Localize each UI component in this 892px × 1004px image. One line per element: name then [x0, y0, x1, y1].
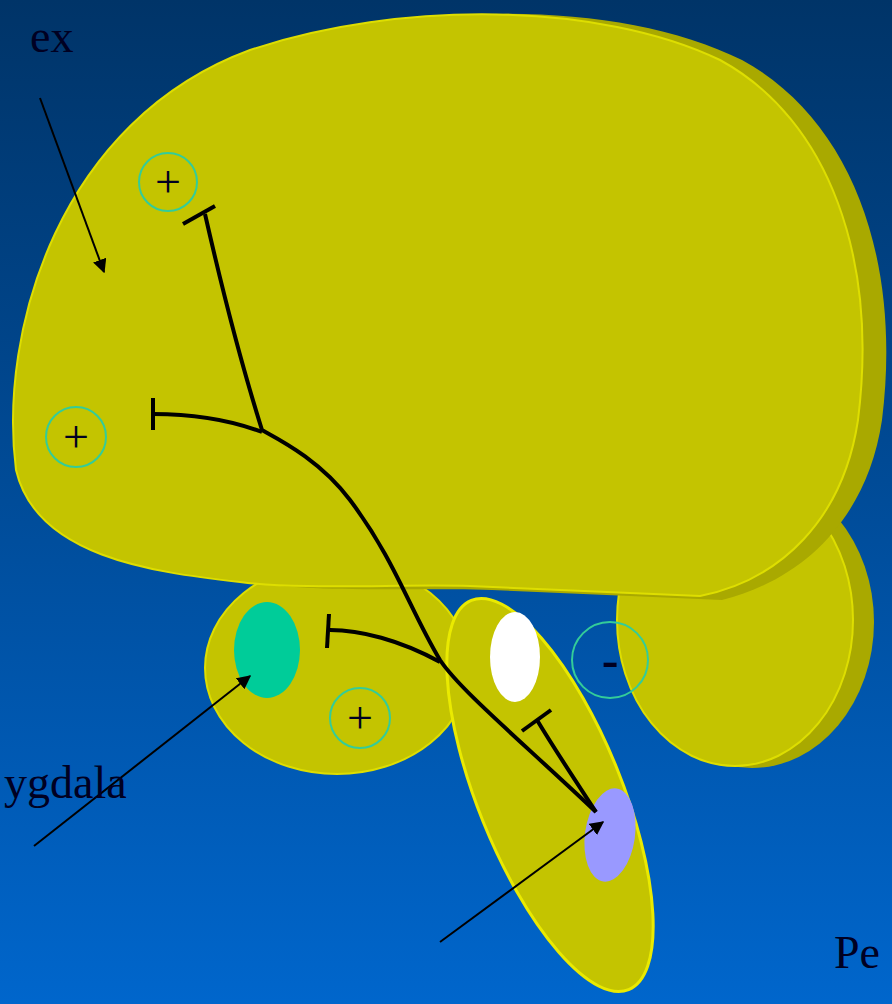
projection-pathway [153, 206, 596, 812]
sign-symbol-holder: + [139, 153, 197, 211]
sign-symbol: + [155, 159, 181, 205]
white-nucleus [490, 612, 540, 702]
sign-symbol-holder: - [572, 622, 648, 698]
amygdala-nucleus [234, 602, 300, 698]
sign-symbol: + [347, 695, 373, 741]
leader-line [34, 98, 603, 942]
sign-circle [46, 407, 106, 467]
brainstem [405, 573, 696, 1004]
sign-symbol-holder: + [46, 407, 106, 467]
region-label: Pe [834, 930, 880, 976]
sign-circle [572, 622, 648, 698]
region-label-holder: ex [30, 14, 73, 60]
sign-symbol: + [63, 414, 89, 460]
sign-symbol-holder: + [330, 688, 390, 748]
region-label-holder: Pe [834, 930, 880, 976]
region-label: ex [30, 14, 73, 60]
region-label-holder: ygdala [4, 760, 127, 806]
temporal-lobe [205, 562, 469, 774]
region-label: ygdala [4, 760, 127, 806]
cerebrum [13, 14, 862, 596]
sign-circle [139, 153, 197, 211]
sign-circle [330, 688, 390, 748]
sign-symbol: - [602, 635, 619, 685]
